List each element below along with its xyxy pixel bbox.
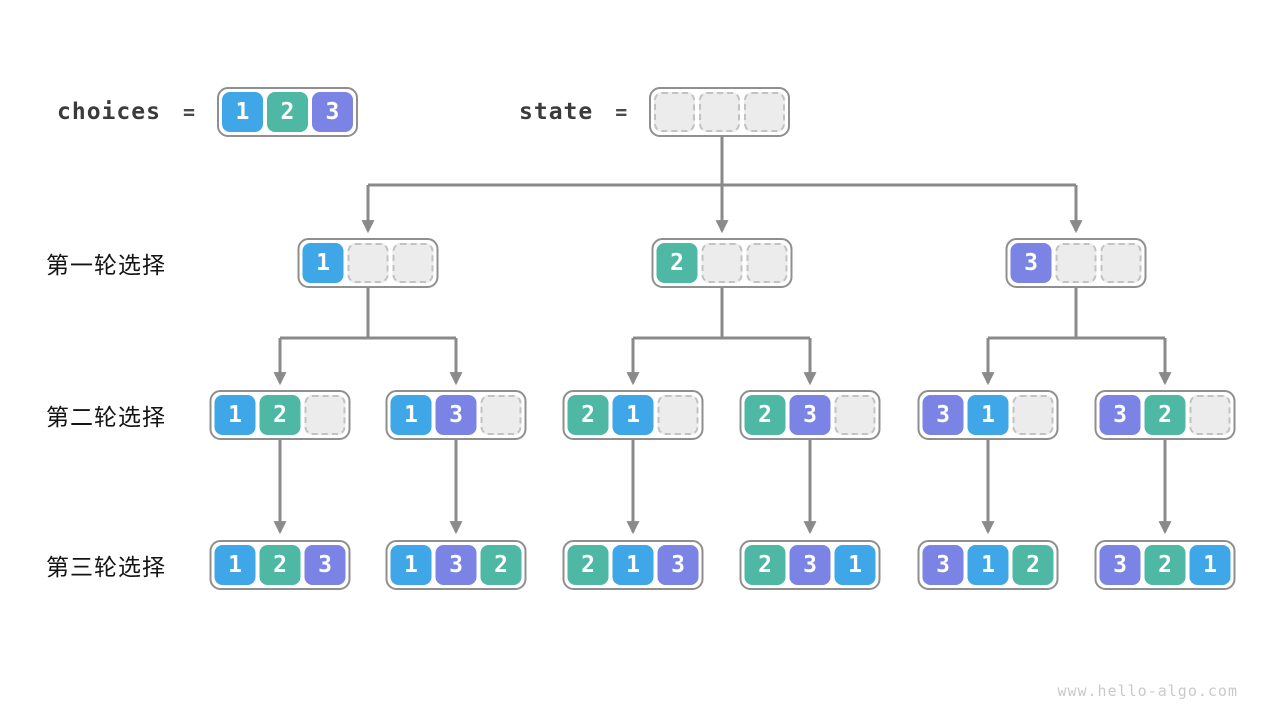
digit-cell: 2 [266, 92, 308, 132]
digit-cell: 1 [967, 395, 1009, 435]
empty-cell [834, 395, 876, 435]
digit-cell: 1 [612, 545, 654, 585]
state-box-slot [649, 87, 791, 137]
digit-cell: 3 [922, 395, 964, 435]
state-node-r1-2: 2 [651, 238, 793, 288]
digit-cell: 2 [480, 545, 522, 585]
state-equals: = [615, 100, 628, 124]
round-3-label: 第三轮选择 [46, 554, 166, 580]
empty-cell [392, 243, 434, 283]
digit-cell: 3 [435, 395, 477, 435]
empty-cell [347, 243, 389, 283]
digit-cell: 2 [1012, 545, 1054, 585]
state-label: state [519, 99, 594, 125]
round-2-label: 第二轮选择 [46, 404, 166, 430]
empty-cell [480, 395, 522, 435]
empty-cell [304, 395, 346, 435]
digit-cell: 1 [221, 92, 263, 132]
digit-cell: 2 [567, 395, 609, 435]
digit-cell: 2 [259, 395, 301, 435]
empty-cell [746, 243, 788, 283]
empty-cell [654, 92, 696, 132]
state-group: state = [519, 86, 791, 138]
digit-cell: 3 [1099, 545, 1141, 585]
digit-cell: 3 [1010, 243, 1052, 283]
digit-cell: 3 [304, 545, 346, 585]
digit-cell: 1 [967, 545, 1009, 585]
digit-cell: 1 [390, 395, 432, 435]
digit-cell: 1 [612, 395, 654, 435]
digit-cell: 1 [302, 243, 344, 283]
empty-cell [701, 243, 743, 283]
digit-cell: 1 [214, 545, 256, 585]
digit-cell: 1 [834, 545, 876, 585]
digit-cell: 3 [789, 545, 831, 585]
digit-cell: 3 [789, 395, 831, 435]
digit-cell: 2 [1144, 395, 1186, 435]
digit-cell: 3 [311, 92, 353, 132]
watermark: www.hello-algo.com [1057, 682, 1238, 700]
digit-cell: 1 [214, 395, 256, 435]
empty-cell [1189, 395, 1231, 435]
empty-cell [657, 395, 699, 435]
state-node-r1-3: 3 [1005, 238, 1147, 288]
digit-cell: 1 [390, 545, 432, 585]
digit-cell: 2 [744, 545, 786, 585]
state-array-box [649, 87, 791, 137]
choices-equals: = [182, 100, 195, 124]
digit-cell: 2 [259, 545, 301, 585]
empty-cell [1100, 243, 1142, 283]
digit-cell: 2 [744, 395, 786, 435]
empty-cell [744, 92, 786, 132]
empty-cell [1055, 243, 1097, 283]
digit-cell: 1 [1189, 545, 1231, 585]
digit-cell: 3 [657, 545, 699, 585]
round-1-label: 第一轮选择 [46, 252, 166, 278]
state-node-r1-1: 1 [297, 238, 439, 288]
digit-cell: 2 [1144, 545, 1186, 585]
digit-cell: 2 [656, 243, 698, 283]
choices-label: choices [57, 99, 161, 125]
digit-cell: 2 [567, 545, 609, 585]
digit-cell: 3 [1099, 395, 1141, 435]
digit-cell: 3 [435, 545, 477, 585]
empty-cell [699, 92, 741, 132]
empty-cell [1012, 395, 1054, 435]
digit-cell: 3 [922, 545, 964, 585]
